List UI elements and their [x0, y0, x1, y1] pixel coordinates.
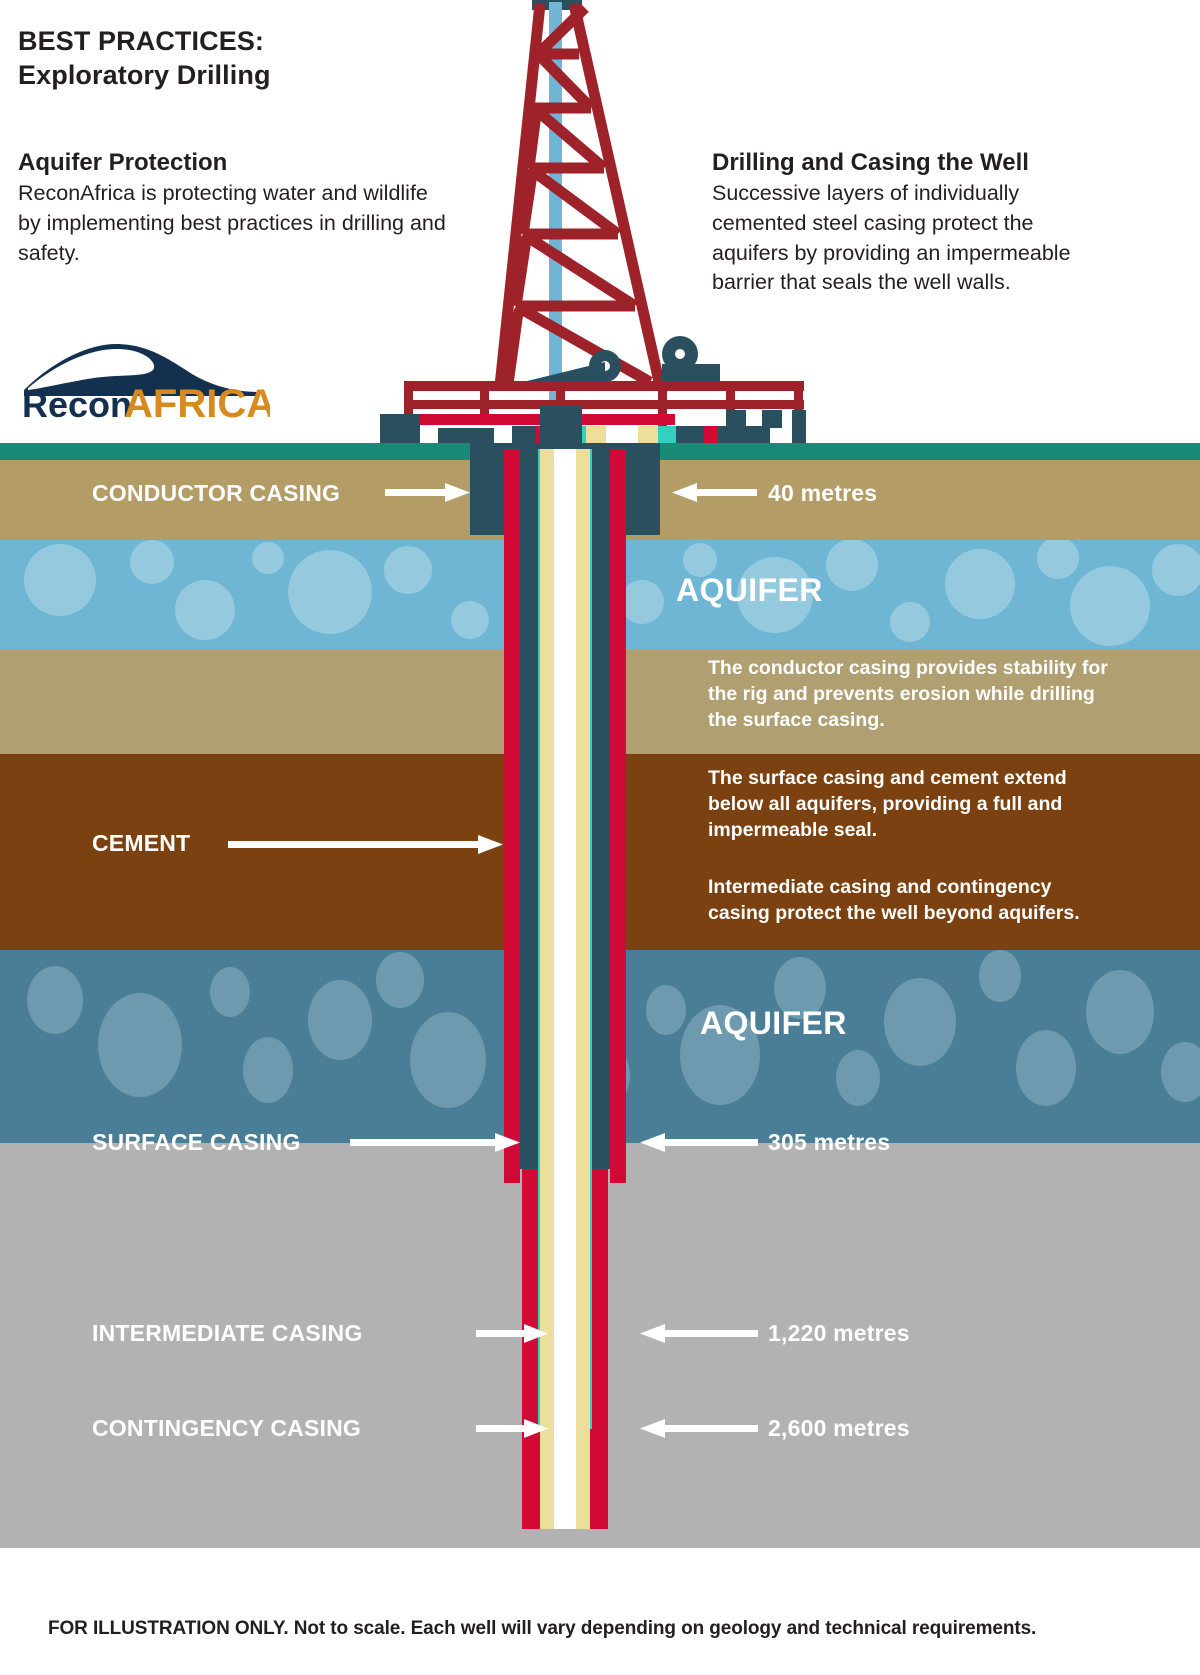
surface-cement-right — [610, 443, 626, 1183]
lower-aquifer-label: AQUIFER — [700, 1005, 847, 1041]
wellbore-column — [0, 443, 1200, 1548]
logo-text-africa: AFRICA — [124, 382, 270, 420]
rig-floor-icon — [404, 381, 804, 426]
surface-casing-steel-left — [520, 443, 538, 1169]
callout-arrow-intermediate-right — [640, 1322, 758, 1344]
callout-arrow-conductor-left — [385, 481, 470, 503]
surface-equipment-icon — [380, 406, 806, 448]
open-bore-lower — [554, 1169, 576, 1529]
drilling-casing-block: Drilling and Casing the Well Successive … — [712, 148, 1112, 298]
page-title-line2: Exploratory Drilling — [18, 60, 271, 91]
callout-label-conductor: CONDUCTOR CASING — [92, 480, 341, 506]
drawworks-icon — [523, 336, 720, 382]
upper-aquifer-label: AQUIFER — [676, 572, 823, 608]
wellhead-cap — [470, 443, 660, 449]
callout-arrow-surface-right — [640, 1131, 758, 1153]
surface-casing-steel-right — [592, 443, 610, 1169]
aquifer-protection-block: Aquifer Protection ReconAfrica is protec… — [18, 148, 448, 268]
cement-lower-right — [576, 1169, 590, 1529]
callout-value-intermediate: 1,220 metres — [768, 1320, 910, 1346]
callout-arrow-surface-left — [350, 1131, 520, 1153]
callout-arrow-cement — [228, 833, 503, 855]
aquifer-protection-heading: Aquifer Protection — [18, 149, 228, 176]
callout-label-intermediate: INTERMEDIATE CASING — [92, 1320, 363, 1346]
drilling-casing-heading: Drilling and Casing the Well — [712, 149, 1029, 176]
cement-upper-left — [540, 443, 554, 1169]
info-text-intermediate: Intermediate casing and contingency casi… — [708, 876, 1080, 925]
callout-value-surface: 305 metres — [768, 1129, 891, 1155]
conductor-casing-right — [626, 443, 660, 535]
callout-label-surface: SURFACE CASING — [92, 1129, 301, 1155]
derrick-frame-icon — [494, 2, 666, 388]
info-text-conductor: The conductor casing provides stability … — [708, 657, 1108, 732]
open-bore-upper — [554, 443, 576, 1169]
callout-value-contingency: 2,600 metres — [768, 1415, 910, 1441]
surface-cement-left — [504, 443, 520, 1183]
page-title-line1: BEST PRACTICES: — [18, 26, 265, 56]
callout-arrow-contingency-left — [476, 1417, 548, 1439]
page-title: BEST PRACTICES: Exploratory Drilling — [18, 24, 538, 92]
aquifer-protection-body: ReconAfrica is protecting water and wild… — [18, 181, 446, 265]
callout-value-conductor: 40 metres — [768, 480, 878, 506]
logo-mark-icon: Recon AFRICA — [22, 344, 270, 420]
reconafrica-logo: Recon AFRICA — [20, 338, 270, 420]
info-text-surface: The surface casing and cement extend bel… — [708, 767, 1067, 842]
callout-arrow-conductor-right — [672, 481, 757, 503]
logo-text-recon: Recon — [22, 384, 132, 420]
callout-arrow-intermediate-left — [476, 1322, 548, 1344]
disclaimer-text: FOR ILLUSTRATION ONLY. Not to scale. Eac… — [48, 1618, 1037, 1639]
callout-label-cement: CEMENT — [92, 830, 191, 856]
cement-lower-left — [540, 1169, 554, 1529]
cement-upper-right — [576, 443, 590, 1169]
drilling-casing-body: Successive layers of individually cement… — [712, 181, 1071, 295]
callout-label-contingency: CONTINGENCY CASING — [92, 1415, 361, 1441]
conductor-casing-left — [470, 443, 504, 535]
callout-arrow-contingency-right — [640, 1417, 758, 1439]
drilling-rig-illustration — [360, 0, 820, 448]
